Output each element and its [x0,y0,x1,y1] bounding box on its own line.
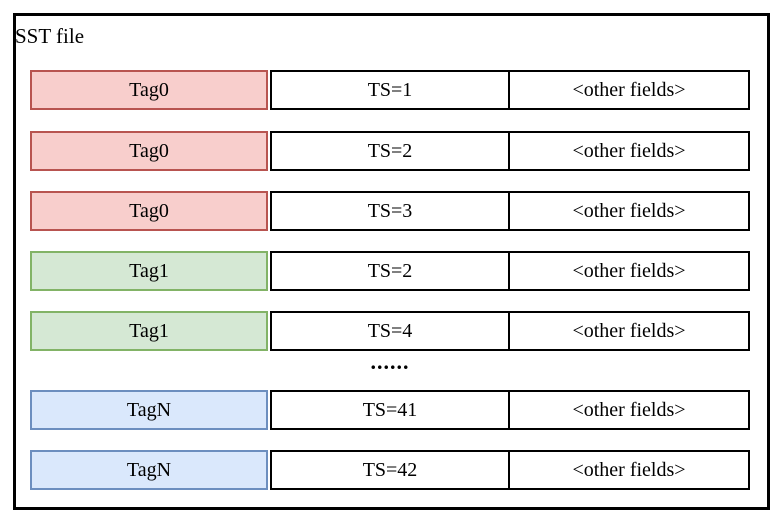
tag-cell: TagN [30,390,268,430]
timestamp-cell: TS=42 [270,450,510,490]
other-fields-cell: <other fields> [508,70,750,110]
other-fields-cell: <other fields> [508,450,750,490]
other-fields-cell: <other fields> [508,311,750,351]
sst-file-frame [13,13,770,510]
record-row: TagN TS=41 <other fields> [30,390,752,430]
diagram-title: SST file [15,24,85,48]
tag-cell: Tag1 [30,311,268,351]
timestamp-cell: TS=41 [270,390,510,430]
timestamp-cell: TS=1 [270,70,510,110]
tag-cell: TagN [30,450,268,490]
ellipsis-label: ...... [370,349,410,374]
record-row: Tag0 TS=3 <other fields> [30,191,752,231]
other-fields-cell: <other fields> [508,251,750,291]
tag-cell: Tag0 [30,191,268,231]
record-row: Tag0 TS=1 <other fields> [30,70,752,110]
tag-cell: Tag0 [30,131,268,171]
record-row: TagN TS=42 <other fields> [30,450,752,490]
tag-cell: Tag0 [30,70,268,110]
other-fields-cell: <other fields> [508,191,750,231]
record-row: Tag1 TS=2 <other fields> [30,251,752,291]
timestamp-cell: TS=2 [270,251,510,291]
other-fields-cell: <other fields> [508,131,750,171]
tag-cell: Tag1 [30,251,268,291]
other-fields-cell: <other fields> [508,390,750,430]
timestamp-cell: TS=3 [270,191,510,231]
timestamp-cell: TS=4 [270,311,510,351]
timestamp-cell: TS=2 [270,131,510,171]
record-row: Tag0 TS=2 <other fields> [30,131,752,171]
record-row: Tag1 TS=4 <other fields> [30,311,752,351]
